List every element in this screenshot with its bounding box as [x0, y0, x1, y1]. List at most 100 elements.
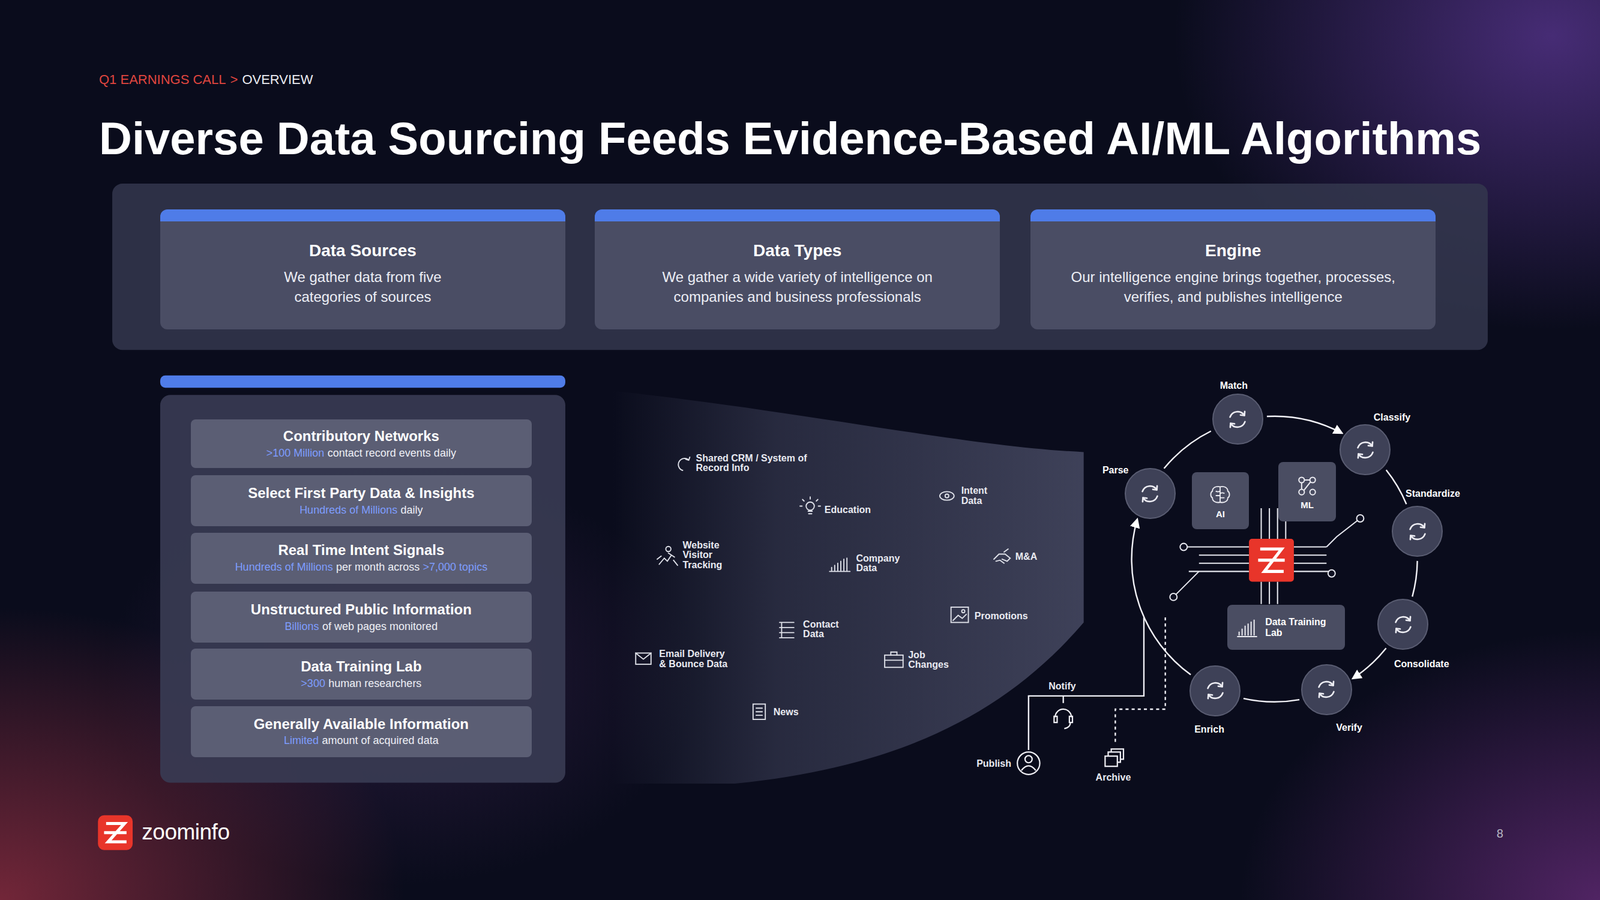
breadcrumb-text: Q1 EARNINGS CALL	[99, 72, 227, 88]
source-card: Data Training Lab>300human researchers	[190, 648, 532, 700]
output-label: Publish	[976, 759, 1012, 769]
highlight-figure: Hundreds of Millions	[235, 561, 334, 574]
data-type-icons	[635, 457, 1011, 720]
breadcrumb-text: OVERVIEW	[241, 72, 313, 88]
chip-logo	[1257, 549, 1285, 572]
card-detail-line: >300human researchers	[300, 676, 422, 691]
data-type-label: Promotions	[974, 611, 1029, 622]
card-detail-line: Hundreds of Millionsdaily	[299, 503, 424, 518]
process-step: Verify	[1301, 664, 1353, 716]
refresh-icon	[1312, 675, 1341, 704]
card-detail: human researchers	[328, 677, 422, 690]
step-label: Enrich	[1194, 724, 1225, 736]
logo-mark	[97, 815, 133, 851]
header-card: EngineOur intelligence engine brings tog…	[1030, 209, 1436, 331]
box-label: AI	[1215, 508, 1225, 520]
step-label: Parse	[1102, 465, 1129, 476]
engine-box: ML	[1278, 462, 1336, 522]
card-detail: amount of acquired data	[322, 734, 439, 747]
highlight-figure: >7,000 topics	[423, 561, 488, 574]
card-heading: Engine	[1205, 241, 1261, 261]
output-label: Archive	[1095, 772, 1132, 782]
process-step: Match	[1212, 393, 1264, 445]
page-number: 8	[1496, 827, 1504, 841]
sources-panel	[160, 394, 566, 783]
data-type-label: Education	[824, 505, 871, 515]
card-detail-line: >100 Millioncontact record events daily	[266, 446, 457, 461]
publish-wires	[1028, 617, 1166, 751]
card-detail: per month across	[336, 561, 420, 574]
header-band	[112, 183, 1488, 350]
card-body: We gather data from five categories of s…	[254, 267, 471, 307]
data-type-label: Company Data	[856, 553, 901, 574]
data-type-label: Shared CRM / System of Record Info	[696, 453, 817, 474]
card-detail-line: Billionsof web pages monitored	[285, 619, 439, 634]
output-label: Notify	[1048, 681, 1076, 692]
highlight-figure: >300	[300, 677, 326, 690]
card-heading: Real Time Intent Signals	[277, 541, 445, 559]
source-card: Unstructured Public InformationBillionso…	[190, 591, 532, 643]
process-step: Consolidate	[1377, 598, 1429, 650]
data-type-label: Intent Data	[961, 486, 988, 506]
card-body: Our intelligence engine brings together,…	[1056, 267, 1411, 307]
logo-wordmark: zoominfo	[141, 819, 230, 846]
refresh-icon	[1136, 480, 1164, 508]
step-label: Consolidate	[1394, 658, 1450, 670]
step-label: Verify	[1335, 722, 1363, 734]
process-step: Parse	[1124, 468, 1176, 520]
card-body: We gather a wide variety of intelligence…	[629, 267, 966, 307]
card-detail: contact record events daily	[327, 447, 457, 460]
step-label: Standardize	[1405, 488, 1461, 500]
box-label: ML	[1300, 499, 1314, 511]
process-connector	[1243, 698, 1300, 703]
data-type-label: Email Delivery & Bounce Data	[658, 649, 728, 670]
output-icons	[1017, 709, 1124, 775]
process-step: Enrich	[1189, 665, 1241, 717]
data-type-label: Job Changes	[908, 650, 949, 671]
card-heading: Data Training Lab	[300, 658, 422, 676]
process-step: Classify	[1339, 424, 1391, 476]
card-heading: Select First Party Data & Insights	[247, 484, 475, 502]
data-type-label: M&A	[1015, 552, 1038, 562]
card-detail: daily	[400, 504, 424, 517]
molecule-icon	[1293, 473, 1321, 500]
card-heading: Contributory Networks	[283, 427, 440, 445]
refresh-icon	[1201, 676, 1230, 705]
process-step: Standardize	[1391, 505, 1443, 557]
step-label: Match	[1220, 380, 1248, 392]
card-heading: Data Types	[753, 241, 842, 261]
box-label: Data Training Lab	[1265, 616, 1338, 638]
source-card: Real Time Intent SignalsHundreds of Mill…	[190, 532, 532, 584]
data-type-label: Contact Data	[803, 619, 840, 640]
card-detail-line: Limitedamount of acquired data	[283, 733, 439, 748]
highlight-figure: Limited	[283, 734, 319, 747]
brain-icon	[1206, 482, 1234, 509]
process-connector	[1266, 416, 1342, 434]
process-connector	[1386, 469, 1407, 505]
card-detail-line: Hundreds of Millionsper month across>7,0…	[235, 560, 488, 575]
header-card: Data SourcesWe gather data from five cat…	[160, 209, 566, 331]
card-heading: Generally Available Information	[253, 715, 469, 733]
highlight-figure: >100 Million	[266, 447, 325, 460]
highlight-figure: Hundreds of Millions	[299, 504, 398, 517]
refresh-icon	[1223, 405, 1252, 434]
training-lab-box: Data Training Lab	[1227, 604, 1345, 650]
engine-box: AI	[1191, 472, 1249, 530]
bars-icon	[1235, 615, 1260, 640]
card-heading: Unstructured Public Information	[250, 601, 472, 619]
zoominfo-chip	[1248, 538, 1294, 582]
breadcrumb: Q1 EARNINGS CALL>OVERVIEW	[99, 72, 314, 88]
slide-title: Diverse Data Sourcing Feeds Evidence-Bas…	[99, 112, 1482, 165]
card-detail: of web pages monitored	[322, 620, 438, 633]
breadcrumb-text: >	[230, 72, 239, 88]
process-connector	[1412, 561, 1417, 597]
process-connector	[1353, 648, 1387, 679]
process-connector	[1131, 519, 1191, 675]
process-connector	[1164, 431, 1212, 469]
highlight-figure: Billions	[285, 620, 320, 633]
refresh-icon	[1389, 610, 1417, 639]
data-type-label: Website Visitor Tracking	[682, 540, 722, 570]
step-label: Classify	[1373, 412, 1411, 424]
logo-z	[103, 823, 127, 843]
